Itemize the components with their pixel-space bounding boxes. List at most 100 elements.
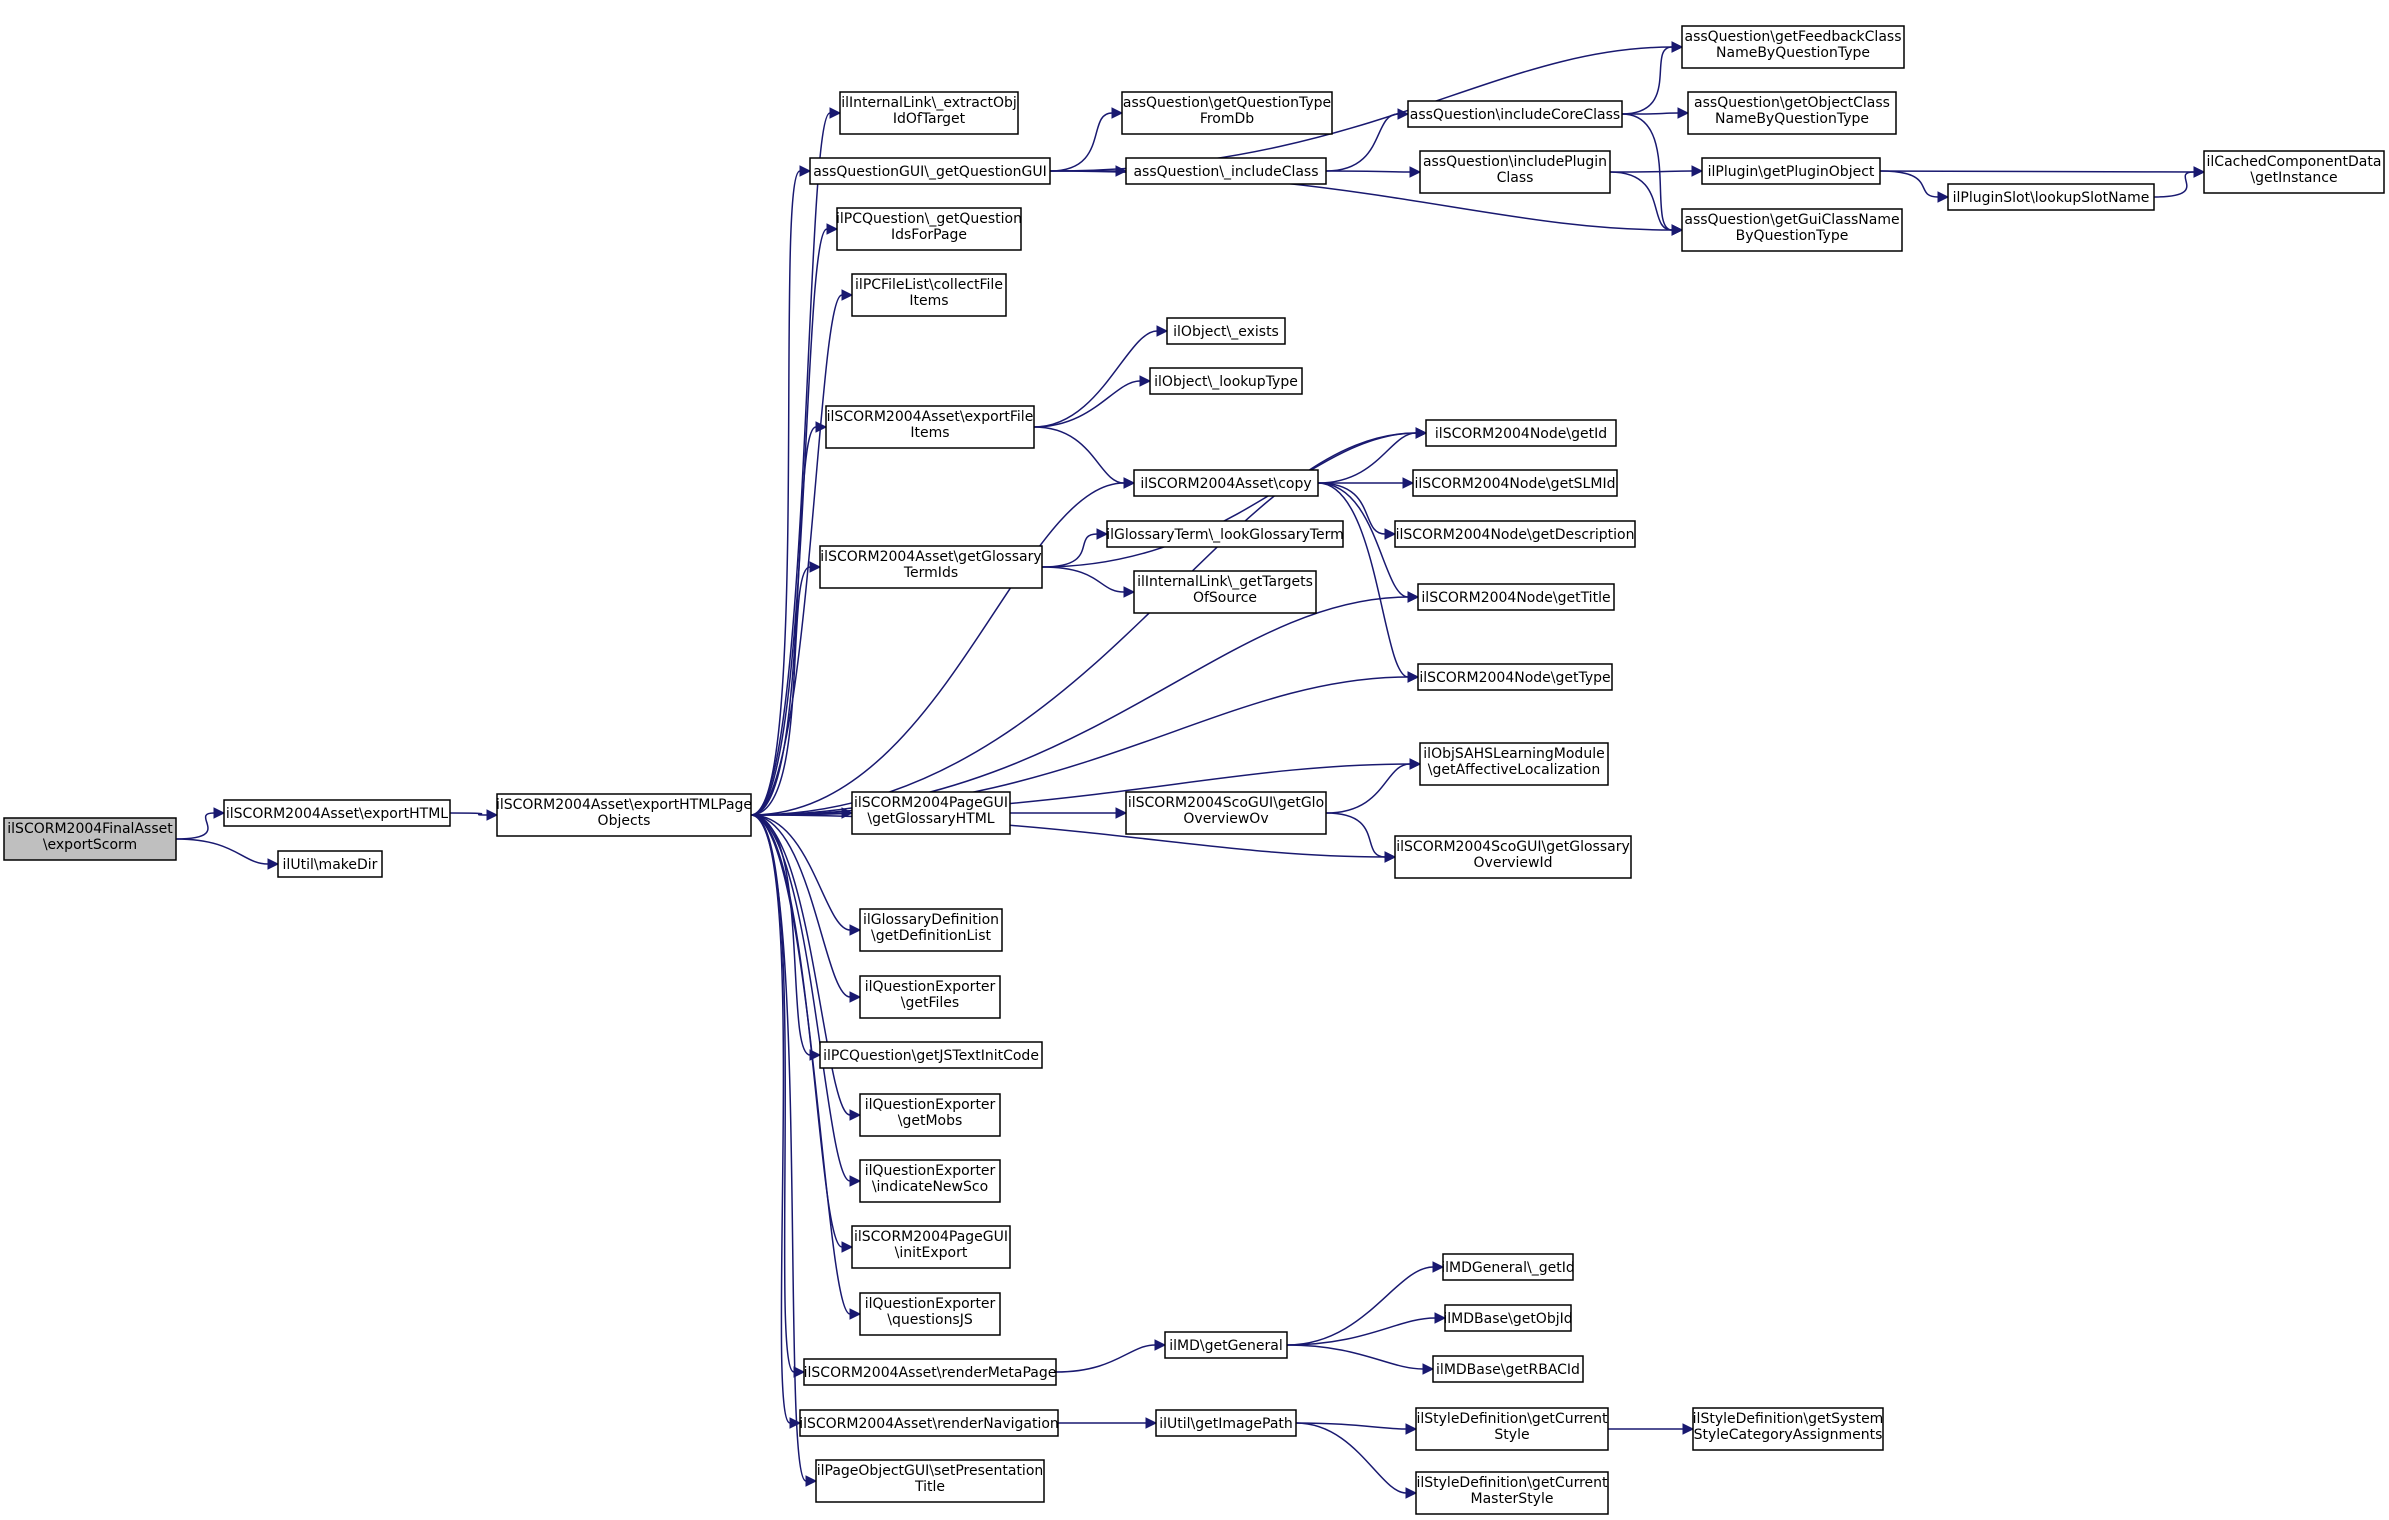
node-root[interactable]: ilSCORM2004FinalAsset\exportScorm <box>3 817 177 861</box>
node-render-meta[interactable]: ilSCORM2004Asset\renderMetaPage <box>803 1358 1057 1386</box>
edge-export-htmlpage-to-page-gui-init <box>750 814 854 1253</box>
node-node-get-title[interactable]: ilSCORM2004Node\getTitle <box>1417 583 1615 611</box>
edge-export-htmlpage-to-extract-obj <box>750 107 842 816</box>
node-plugin-slot[interactable]: ilPluginSlot\lookupSlotName <box>1947 183 2155 211</box>
edge-sco-gui-glo-to-affective-loc <box>1325 758 1422 814</box>
node-md-base-obj-id[interactable]: ilMDBase\getObjId <box>1443 1304 1573 1332</box>
edge-include-plugin-to-gui-class-name <box>1609 171 1684 236</box>
edge-line <box>1286 1317 1436 1346</box>
edge-line <box>750 566 811 816</box>
node-box <box>1394 835 1632 879</box>
node-label: \questionsJS <box>887 1312 973 1328</box>
node-glossary-term[interactable]: ilGlossaryTerm\_lookGlossaryTerm <box>1106 520 1344 548</box>
node-glossary-def[interactable]: ilGlossaryDefinition\getDefinitionList <box>859 908 1003 952</box>
node-box <box>1442 1253 1574 1281</box>
node-label: Objects <box>598 813 651 829</box>
node-label: ilMD\getGeneral <box>1169 1338 1283 1354</box>
node-gui-class-name[interactable]: assQuestion\getGuiClassNameByQuestionTyp… <box>1681 208 1903 252</box>
edge-line <box>750 814 807 1482</box>
node-label: ilSCORM2004Node\getDescription <box>1396 527 1635 543</box>
arrow-head <box>826 223 839 235</box>
node-label: MasterStyle <box>1471 1491 1554 1507</box>
arrow-head <box>841 289 854 301</box>
node-label: ilStyleDefinition\getCurrent <box>1416 1475 1608 1491</box>
edge-asset-copy-to-node-get-slmid <box>1317 477 1415 489</box>
node-box <box>1417 663 1613 691</box>
node-plugin-object[interactable]: ilPlugin\getPluginObject <box>1701 157 1881 185</box>
node-obj-exists[interactable]: ilObject\_exists <box>1166 317 1286 345</box>
node-label: ilInternalLink\_getTargets <box>1137 574 1313 590</box>
arrow-head <box>1671 224 1684 236</box>
node-md-general-get-id[interactable]: ilMDGeneral\_getId <box>1441 1253 1575 1281</box>
node-qe-get-files[interactable]: ilQuestionExporter\getFiles <box>859 975 1001 1019</box>
edge-line <box>1325 113 1399 172</box>
edge-line <box>750 426 817 816</box>
node-node-get-id[interactable]: ilSCORM2004Node\getId <box>1425 419 1617 447</box>
node-object-class[interactable]: assQuestion\getObjectClassNameByQuestion… <box>1687 91 1897 135</box>
node-box <box>3 817 177 861</box>
node-label: assQuestion\getFeedbackClass <box>1685 29 1902 45</box>
node-label: ilSCORM2004Asset\renderMetaPage <box>804 1365 1057 1381</box>
edge-line <box>1325 170 1411 173</box>
node-node-get-slmid[interactable]: ilSCORM2004Node\getSLMId <box>1412 469 1618 497</box>
node-affective-loc[interactable]: ilObjSAHSLearningModule\getAffectiveLoca… <box>1419 742 1609 786</box>
edge-line <box>750 814 795 1373</box>
node-obj-lookup-type[interactable]: ilObject\_lookupType <box>1149 367 1303 395</box>
node-cached-comp[interactable]: ilCachedComponentData\getInstance <box>2203 150 2385 194</box>
edge-md-get-general-to-md-base-obj-id <box>1286 1312 1447 1346</box>
node-include-class[interactable]: assQuestion\_includeClass <box>1125 157 1327 185</box>
edge-include-core-class-to-feedback-class <box>1621 41 1684 115</box>
arrow-head <box>1096 528 1109 540</box>
node-util-image-path[interactable]: ilUtil\getImagePath <box>1155 1409 1297 1437</box>
node-md-get-general[interactable]: ilMD\getGeneral <box>1164 1331 1288 1359</box>
node-box <box>223 799 451 827</box>
edge-export-htmlpage-to-render-meta <box>750 814 806 1378</box>
node-render-nav[interactable]: ilSCORM2004Asset\renderNavigation <box>799 1409 1059 1437</box>
node-node-get-type[interactable]: ilSCORM2004Node\getType <box>1417 663 1613 691</box>
node-style-system[interactable]: ilStyleDefinition\getSystemStyleCategory… <box>1692 1407 1884 1451</box>
node-make-dir[interactable]: ilUtil\makeDir <box>277 850 383 878</box>
edge-line <box>1609 170 1693 173</box>
node-include-core-class[interactable]: assQuestion\includeCoreClass <box>1407 100 1623 128</box>
node-label: ilMDGeneral\_getId <box>1441 1260 1575 1276</box>
node-qe-indicate[interactable]: ilQuestionExporter\indicateNewSco <box>859 1159 1001 1203</box>
node-box <box>1692 1407 1884 1451</box>
node-label: ilSCORM2004Node\getSLMId <box>1415 476 1616 492</box>
node-get-question-gui[interactable]: assQuestionGUI\_getQuestionGUI <box>809 157 1051 185</box>
edge-line <box>175 838 269 865</box>
node-label: TermIds <box>903 565 958 581</box>
node-qe-get-mobs[interactable]: ilQuestionExporter\getMobs <box>859 1093 1001 1137</box>
node-export-html[interactable]: ilSCORM2004Asset\exportHTML <box>223 799 451 827</box>
edge-asset-copy-to-node-get-desc <box>1317 482 1397 540</box>
edge-page-gui-glossary-to-sco-gui-glo <box>1010 807 1128 819</box>
node-page-gui-init[interactable]: ilSCORM2004PageGUI\initExport <box>851 1225 1011 1269</box>
node-page-gui-glossary[interactable]: ilSCORM2004PageGUI\getGlossaryHTML <box>851 791 1011 835</box>
node-pc-jstext[interactable]: ilPCQuestion\getJSTextInitCode <box>819 1041 1043 1069</box>
edge-root-to-make-dir <box>175 838 280 870</box>
edge-md-get-general-to-md-general-get-id <box>1286 1261 1445 1346</box>
edge-export-htmlpage-to-export-file-items <box>750 421 828 816</box>
node-box <box>825 405 1035 449</box>
node-label: ilPluginSlot\lookupSlotName <box>1953 190 2150 206</box>
node-feedback-class[interactable]: assQuestion\getFeedbackClassNameByQuesti… <box>1681 25 1905 69</box>
node-qe-questions-js[interactable]: ilQuestionExporter\questionsJS <box>859 1292 1001 1336</box>
node-node-get-desc[interactable]: ilSCORM2004Node\getDescription <box>1394 520 1636 548</box>
node-md-base-rbac[interactable]: ilMDBase\getRBACId <box>1432 1355 1584 1383</box>
node-asset-copy[interactable]: ilSCORM2004Asset\copy <box>1133 469 1319 497</box>
node-label: \exportScorm <box>43 837 137 853</box>
node-box <box>1166 317 1286 345</box>
